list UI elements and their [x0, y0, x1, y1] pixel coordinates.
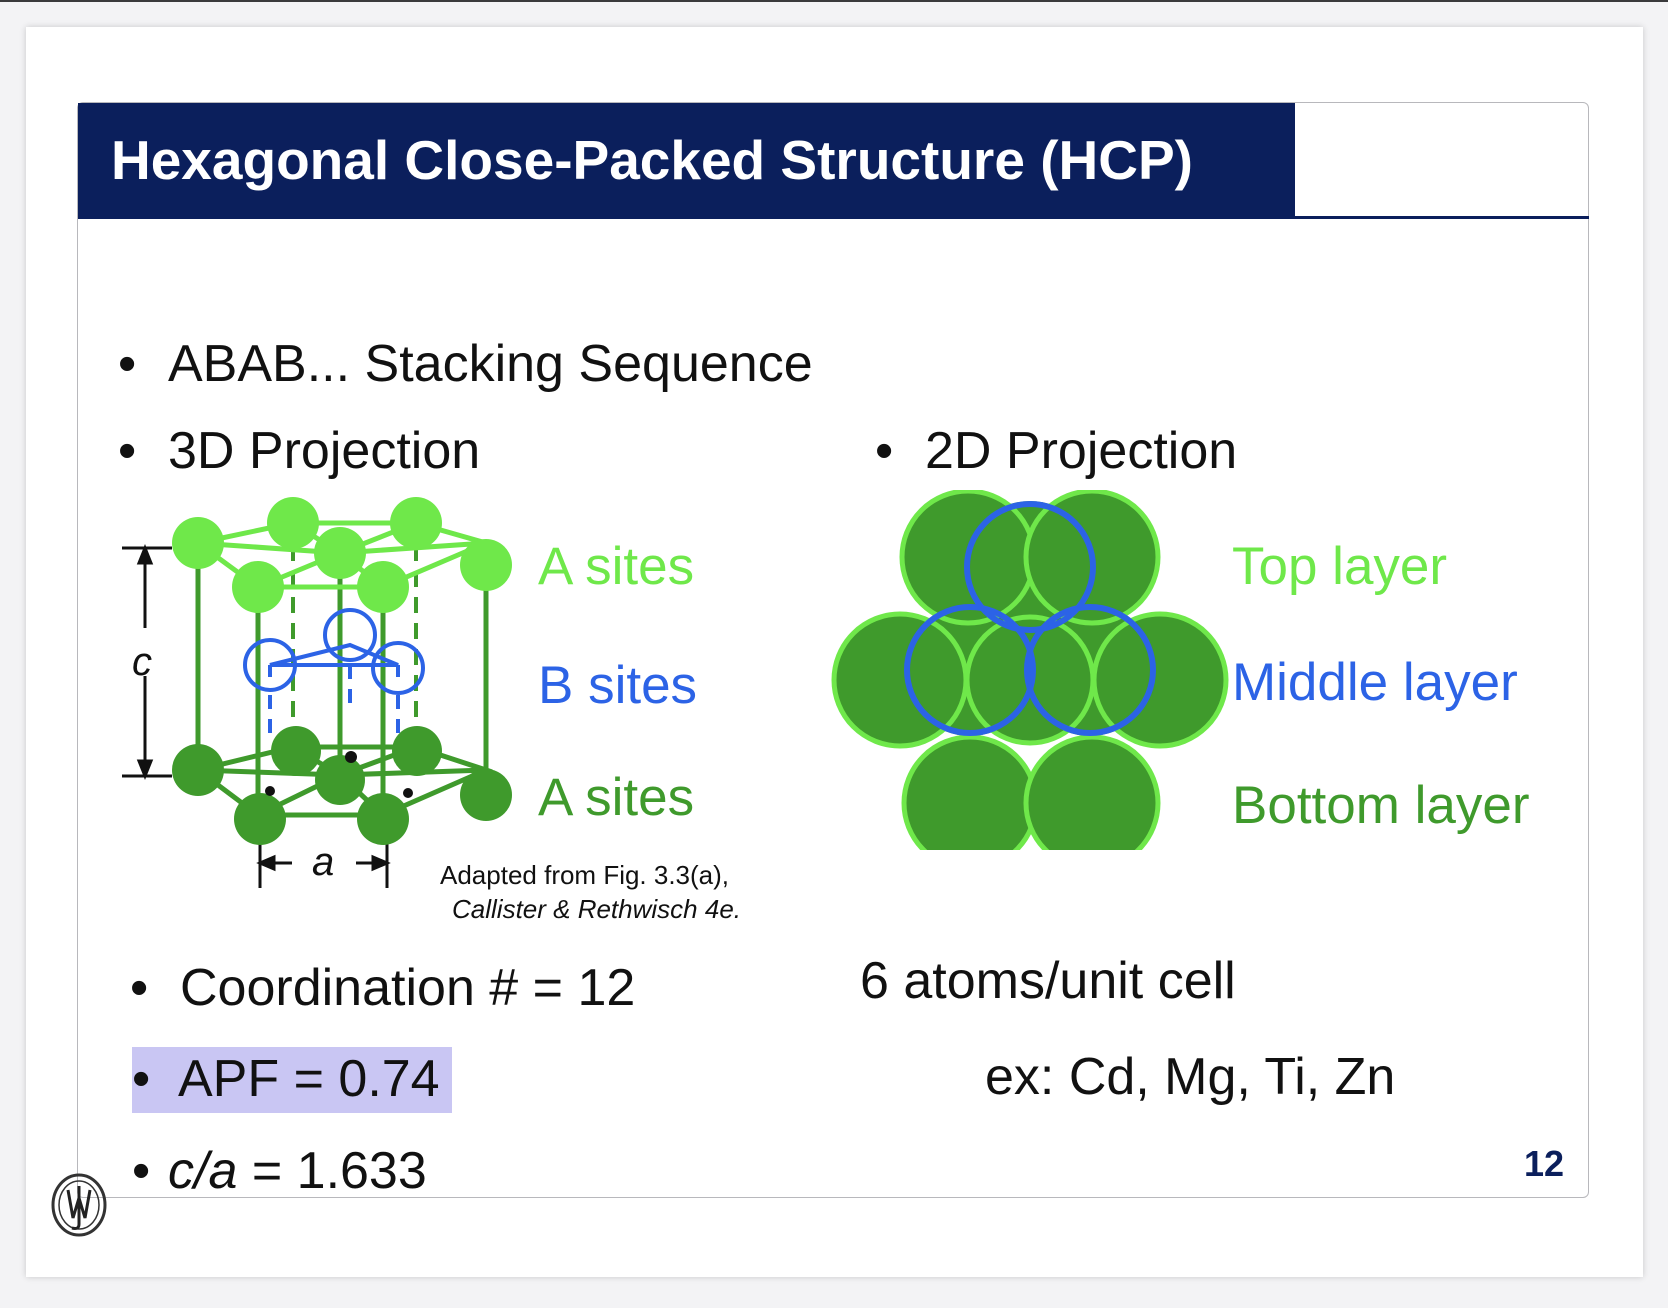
top-atom [172, 517, 224, 569]
bottom-site-markers [265, 751, 413, 798]
slide-frame [77, 102, 1589, 1198]
title-bar [78, 103, 1295, 219]
b-site-triangle [268, 642, 400, 735]
top-a-site-atoms [172, 497, 512, 613]
ca-ratio-value: = 1.633 [251, 1142, 427, 1200]
bullet-ca-ratio: • c/a = 1.633 [132, 1140, 427, 1202]
outer-atom [1023, 734, 1161, 850]
bottom-layer-label: Bottom layer [1232, 776, 1530, 835]
a-dimension-arrow [256, 815, 391, 888]
outer-layer-atoms [831, 490, 1229, 850]
b-site-atom [243, 638, 297, 692]
bottom-atom [172, 744, 224, 796]
bottom-atom [460, 769, 512, 821]
bullet-dot: • [130, 959, 149, 1017]
b-site-atom [323, 608, 377, 662]
top-atom [460, 539, 512, 591]
middle-atom-outline [904, 604, 1036, 736]
hcp-3d-diagram [122, 497, 512, 888]
top-atom [357, 561, 409, 613]
bullet-coordination-text: Coordination # = 12 [180, 959, 636, 1017]
bullet-dot: • [875, 422, 894, 480]
figure-caption: Adapted from Fig. 3.3(a), Callister & Re… [440, 858, 741, 926]
bullet-2d-text: 2D Projection [925, 422, 1238, 480]
middle-atom-outline [1024, 604, 1156, 736]
bullet-apf-text: APF = 0.74 [178, 1050, 440, 1108]
bullet-stacking: • ABAB... Stacking Sequence [118, 333, 813, 395]
caption-line-2: Callister & Rethwisch 4e. [452, 894, 741, 924]
b-site-atom [371, 641, 425, 695]
apf-highlight [132, 1047, 452, 1113]
middle-atom-outline [964, 501, 1096, 633]
page-number: 12 [1524, 1143, 1565, 1184]
bullet-2d-projection: • 2D Projection [875, 420, 1237, 482]
ca-ratio-symbol: c/a [168, 1142, 238, 1200]
top-a-sites-label: A sites [538, 537, 695, 596]
slide-title: Hexagonal Close-Packed Structure (HCP) [111, 129, 1193, 191]
c-dimension-arrow [122, 543, 172, 781]
bullet-coordination: • Coordination # = 12 [130, 957, 635, 1019]
bottom-atom [392, 726, 442, 776]
bottom-atom [271, 726, 321, 776]
atoms-per-cell: 6 atoms/unit cell [860, 952, 1236, 1010]
bottom-a-sites-label: A sites [538, 768, 695, 827]
publisher-seal-icon [51, 1173, 107, 1237]
bullet-dot: • [118, 335, 137, 393]
caption-line-1: Adapted from Fig. 3.3(a), [440, 860, 730, 890]
middle-layer-label: Middle layer [1232, 653, 1518, 712]
hcp-2d-diagram [831, 490, 1229, 850]
bullet-stacking-text: ABAB... Stacking Sequence [168, 335, 813, 393]
top-layer-label: Top layer [1232, 537, 1448, 596]
top-atom [390, 497, 442, 549]
bullet-dot: • [132, 1142, 151, 1200]
title-underline [1295, 216, 1589, 219]
bullet-dot: • [118, 422, 137, 480]
a-label: a [312, 840, 335, 884]
example-elements: ex: Cd, Mg, Ti, Zn [985, 1048, 1396, 1106]
b-sites-label: B sites [538, 656, 698, 715]
bullet-3d-projection: • 3D Projection [118, 420, 480, 482]
bullet-3d-text: 3D Projection [168, 422, 481, 480]
b-site-atoms [243, 608, 425, 695]
top-atom [267, 497, 319, 549]
bottom-atom [315, 755, 365, 805]
bullet-apf: • APF = 0.74 [132, 1048, 440, 1110]
bottom-atom [234, 793, 286, 845]
outer-atom [901, 734, 1039, 850]
top-atom [232, 561, 284, 613]
c-label: c [132, 640, 152, 684]
hcp-vertical-edges [195, 543, 489, 815]
bullet-dot: • [132, 1050, 151, 1108]
middle-layer-outlines [904, 501, 1156, 736]
top-atom [314, 527, 366, 579]
bottom-atom [357, 793, 409, 845]
bottom-a-site-atoms [172, 726, 512, 845]
